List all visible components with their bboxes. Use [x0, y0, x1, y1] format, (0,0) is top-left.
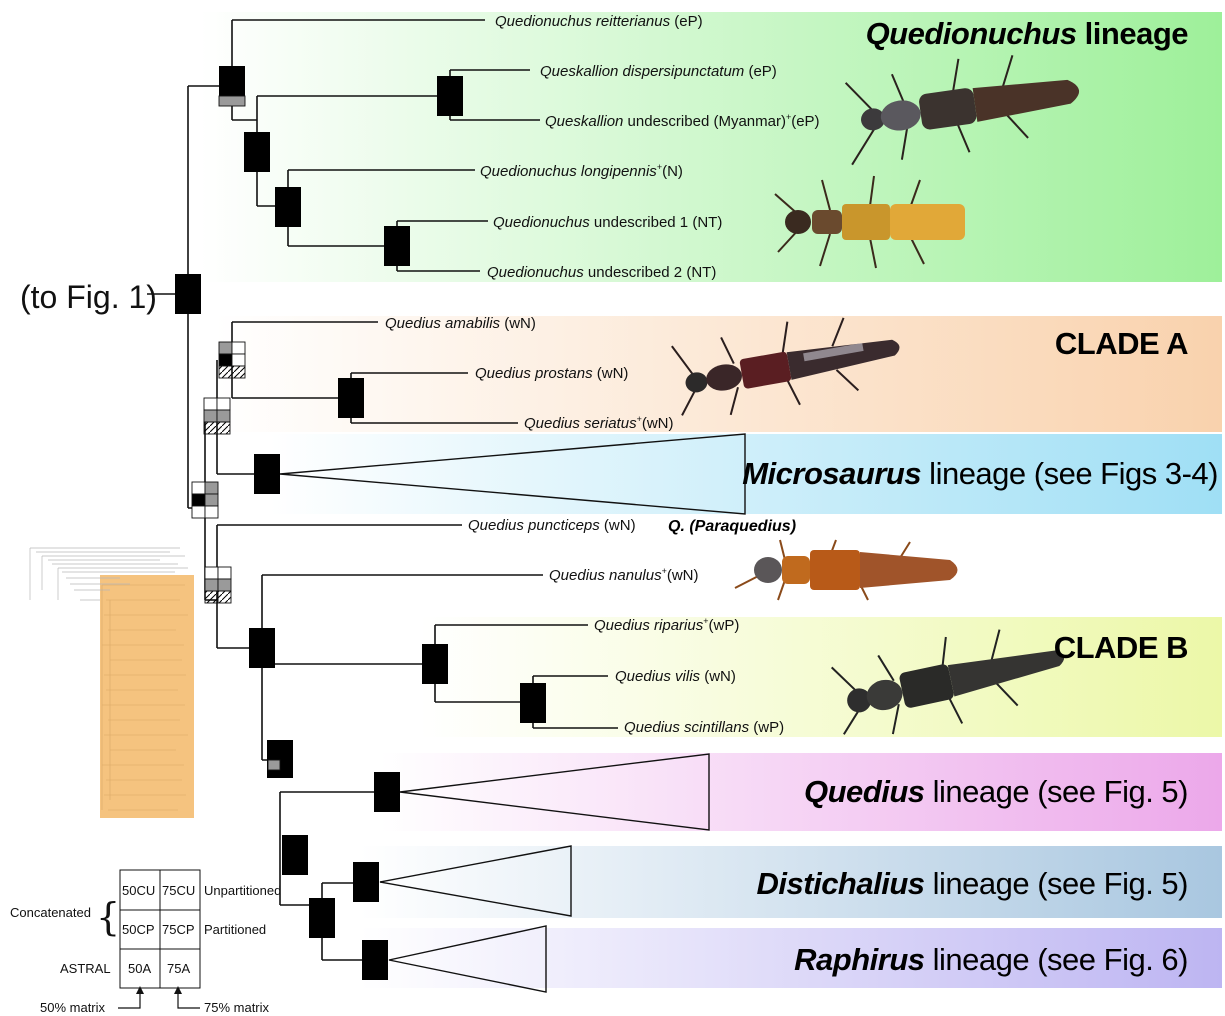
support-legend: 50CU 75CU 50CP 75CP 50A 75A Unpartitione… [10, 870, 281, 1015]
legend-cell-75cp: 75CP [162, 922, 195, 937]
legend-astral: ASTRAL [60, 961, 111, 976]
legend-cell-50cp: 50CP [122, 922, 155, 937]
legend-cell-50cu: 50CU [122, 883, 155, 898]
legend-concatenated: Concatenated [10, 905, 91, 920]
taxon-label: Quedionuchus longipennis+(N) [480, 162, 683, 180]
legend-brace-icon: { [96, 895, 120, 939]
clade-heading: Quedius lineage (see Fig. 5) [804, 774, 1188, 809]
taxon-label: Quedius riparius+(wP) [594, 616, 739, 634]
inset-overview-tree [30, 548, 194, 818]
band-quedionuchus [200, 12, 1222, 282]
taxon-label: Quedionuchus reitterianus (eP) [495, 13, 703, 30]
clade-heading: CLADE A [1055, 326, 1188, 361]
taxon-label: Queskallion undescribed (Myanmar)+(eP) [545, 112, 820, 130]
paraquedius-label: Q. (Paraquedius) [668, 518, 796, 535]
legend-cell-75a: 75A [167, 961, 190, 976]
taxon-label: Quedius scintillans (wP) [624, 719, 784, 736]
clade-heading: Raphirus lineage (see Fig. 6) [794, 942, 1188, 977]
clade-heading: Quedionuchus lineage [866, 16, 1189, 51]
clade-heading: Microsaurus lineage (see Figs 3-4) [742, 456, 1218, 491]
legend-matrix-75: 75% matrix [204, 1000, 270, 1015]
clade-heading: Distichalius lineage (see Fig. 5) [757, 866, 1188, 901]
legend-cell-50a: 50A [128, 961, 151, 976]
taxon-label: Quedius puncticeps (wN) [468, 517, 636, 534]
taxon-label: Quedius nanulus+(wN) [549, 566, 699, 584]
taxon-label: Queskallion dispersipunctatum (eP) [540, 63, 777, 80]
taxon-label: Quedius prostans (wN) [475, 365, 628, 382]
legend-unpartitioned: Unpartitioned [204, 883, 281, 898]
legend-matrix-50: 50% matrix [40, 1000, 106, 1015]
legend-cell-75cu: 75CU [162, 883, 195, 898]
taxon-label: Quedius seriatus+(wN) [524, 414, 674, 432]
connector-label: (to Fig. 1) [20, 279, 157, 315]
legend-partitioned: Partitioned [204, 922, 266, 937]
taxon-label: Quedionuchus undescribed 1 (NT) [493, 214, 722, 231]
beetle-illustration-4 [735, 540, 958, 600]
clade-heading: CLADE B [1054, 630, 1188, 665]
taxon-label: Quedius amabilis (wN) [385, 315, 536, 332]
taxon-label: Quedionuchus undescribed 2 (NT) [487, 264, 716, 281]
taxon-label: Quedius vilis (wN) [615, 668, 736, 685]
